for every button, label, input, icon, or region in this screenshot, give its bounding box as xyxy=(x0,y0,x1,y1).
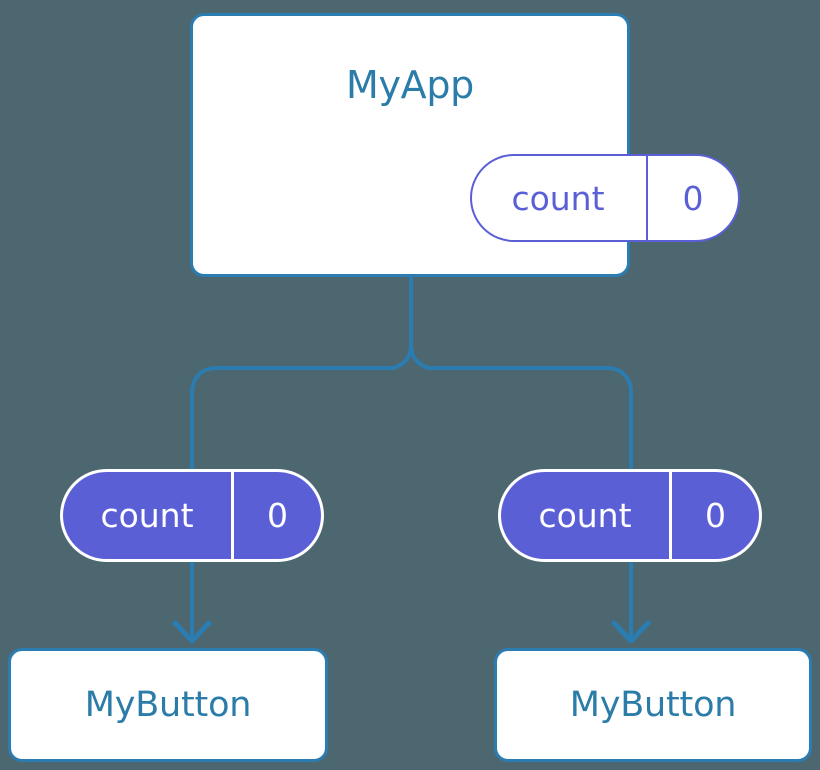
state-key-child-1: count xyxy=(538,496,632,535)
component-label-mybutton-1: MyButton xyxy=(569,684,737,725)
state-value-root: 0 xyxy=(646,156,738,240)
state-pill-child-0[interactable]: count 0 xyxy=(60,469,324,562)
component-box-mybutton-0[interactable]: MyButton xyxy=(8,648,328,762)
state-pill-root[interactable]: count 0 xyxy=(470,154,740,242)
state-value-child-1: 0 xyxy=(669,472,759,559)
branch-left xyxy=(190,275,413,482)
state-pill-child-1[interactable]: count 0 xyxy=(498,469,762,562)
arrow-head-right xyxy=(611,620,651,644)
state-value-child-0: 0 xyxy=(231,472,321,559)
state-key-root: count xyxy=(511,178,605,218)
component-label-mybutton-0: MyButton xyxy=(84,684,252,725)
component-box-myapp[interactable]: MyApp count 0 xyxy=(190,13,740,277)
branch-right xyxy=(409,343,633,482)
component-box-mybutton-1[interactable]: MyButton xyxy=(494,648,812,762)
arrow-head-left xyxy=(172,620,212,644)
component-label-myapp: MyApp xyxy=(345,63,474,107)
state-key-child-0: count xyxy=(100,496,194,535)
